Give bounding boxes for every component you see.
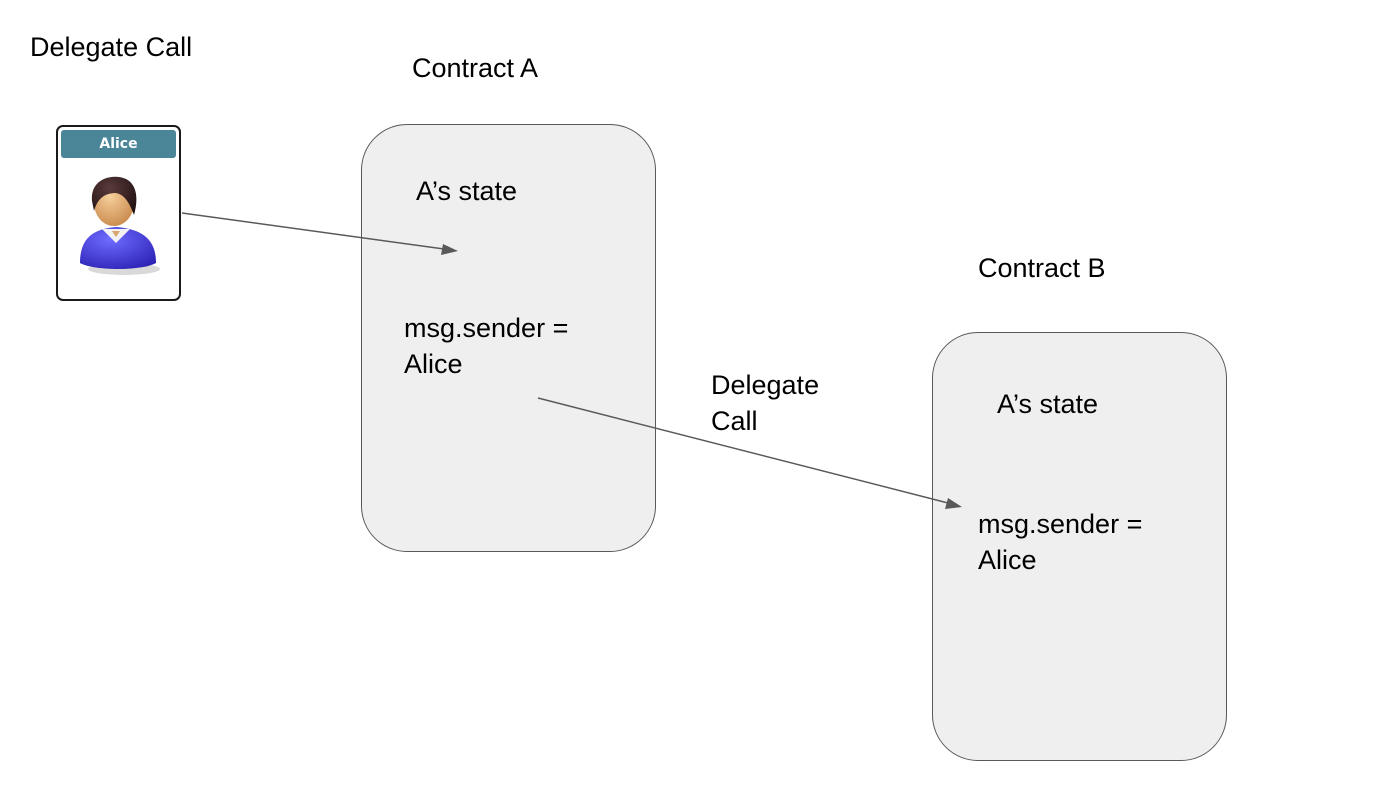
contract-a-label: Contract A bbox=[412, 53, 539, 83]
contract-a-sender-text: msg.sender = Alice bbox=[404, 313, 569, 379]
contract-b-state-text: A’s state bbox=[997, 389, 1099, 419]
contract-b-box bbox=[932, 332, 1227, 761]
alice-name-label: Alice bbox=[61, 130, 176, 158]
user-avatar-icon bbox=[80, 176, 160, 275]
delegate-call-label: Delegate Call bbox=[711, 370, 820, 436]
contract-b-label: Contract B bbox=[978, 253, 1106, 283]
diagram-title: Delegate Call bbox=[30, 32, 193, 62]
alice-card: Alice bbox=[56, 125, 181, 301]
contract-a-state-text: A’s state bbox=[416, 176, 518, 206]
contract-b-sender-text: msg.sender = Alice bbox=[978, 509, 1143, 575]
